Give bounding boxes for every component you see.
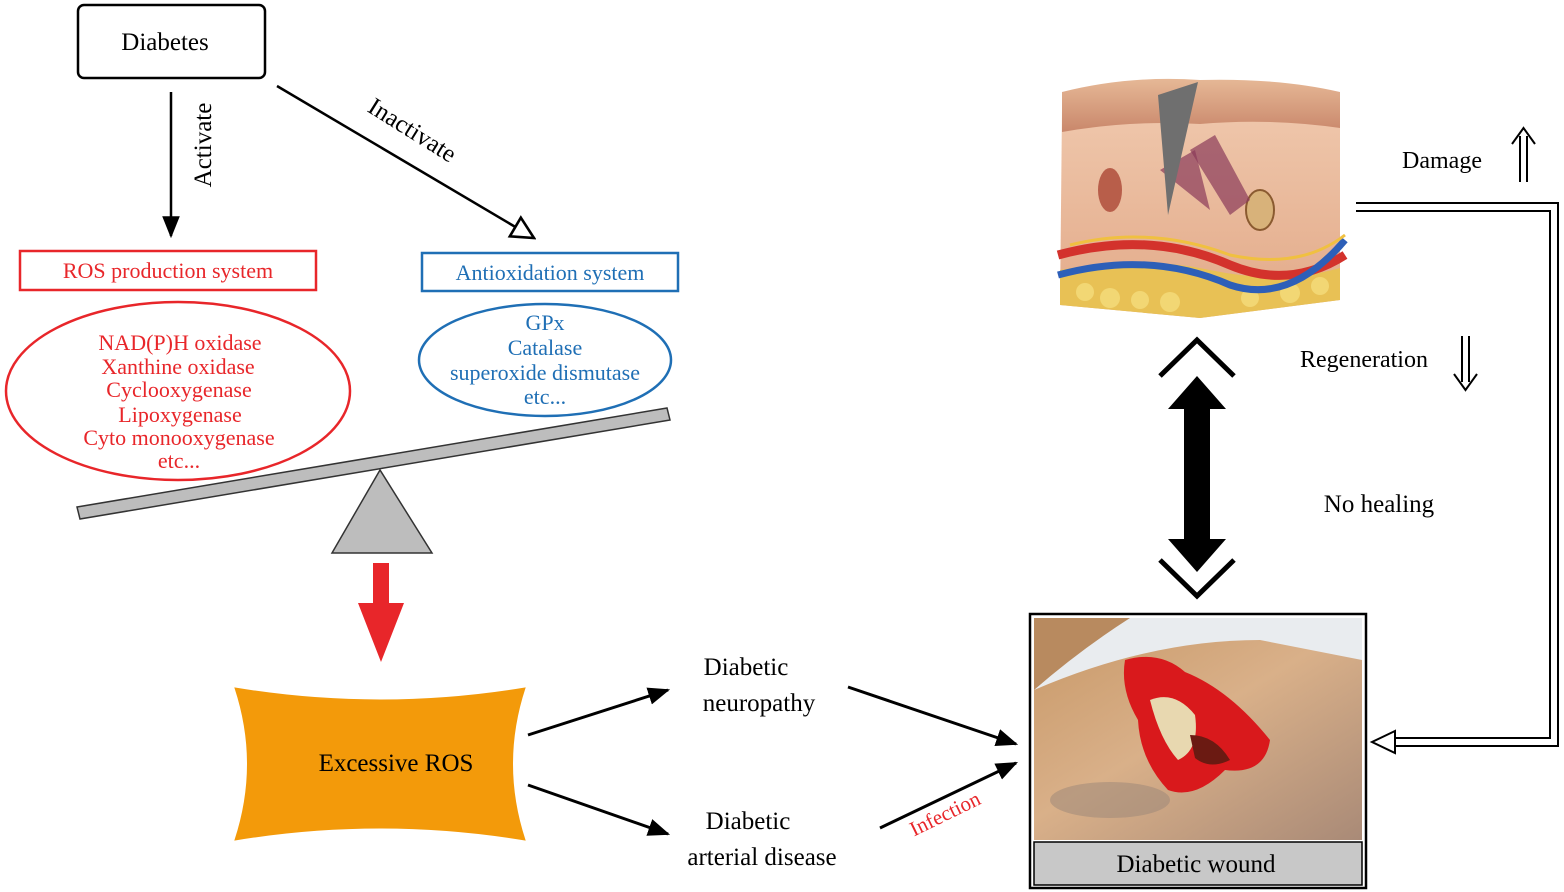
regeneration-label: Regeneration (1300, 347, 1428, 373)
ros-enzyme-5: Cyto monooxygenase (83, 425, 274, 450)
inactivate-arrow: Inactivate (276, 84, 534, 238)
excessive-ros-label: Excessive ROS (319, 750, 474, 777)
arrow-arterial-to-wound (879, 761, 1018, 830)
diabetes-label: Diabetes (121, 29, 208, 56)
ros-enzyme-4: Lipoxygenase (118, 402, 241, 427)
diabetes-node: Diabetes (76, 3, 267, 80)
ros-enzymes-ellipse (4, 300, 352, 482)
antioxidant-3: superoxide dismutase (450, 360, 640, 385)
seesaw-fulcrum (330, 468, 434, 554)
big-bidirectional-arrow (1158, 336, 1236, 600)
wound-photo (1034, 618, 1362, 840)
activate-arrow: Activate (162, 92, 217, 239)
damage-up-double-arrow (1511, 126, 1536, 182)
activate-label: Activate (190, 103, 217, 188)
red-down-arrow (358, 563, 404, 662)
ros-production-system: ROS production system NAD(P)H oxidase Xa… (4, 249, 352, 482)
infection-label: Infection (906, 786, 985, 841)
wound-blade (1158, 82, 1198, 215)
no-healing-label: No healing (1324, 491, 1435, 518)
inactivate-label: Inactivate (363, 93, 461, 168)
arrow-ros-to-arterial (527, 783, 671, 836)
ros-enzyme-1: NAD(P)H oxidase (98, 330, 261, 355)
ros-enzyme-6: etc... (158, 448, 200, 473)
arrow-neuropathy-to-wound (847, 685, 1019, 746)
antioxidant-1: GPx (525, 310, 564, 335)
diabetic-wound-caption: Diabetic wound (1117, 851, 1276, 878)
seesaw-beam (76, 407, 671, 520)
diabetic-neuropathy-node: Diabetic neuropathy (703, 654, 816, 717)
antioxidation-system: Antioxidation system GPx Catalase supero… (417, 251, 680, 418)
feedback-arrow-skin-to-wound (1356, 202, 1559, 755)
antioxidation-title: Antioxidation system (456, 260, 645, 285)
ros-enzyme-2: Xanthine oxidase (101, 354, 254, 379)
antioxidant-2: Catalase (508, 335, 583, 360)
damage-label: Damage (1402, 148, 1482, 174)
regeneration-down-double-arrow (1453, 336, 1478, 392)
antioxidant-4: etc... (524, 384, 566, 409)
diabetic-wound-figure: Diabetic wound (1028, 612, 1368, 890)
neuropathy-line2: neuropathy (703, 690, 816, 717)
arrow-ros-to-neuropathy (527, 687, 671, 737)
arterial-line2: arterial disease (687, 844, 836, 871)
ros-enzyme-3: Cyclooxygenase (106, 377, 251, 402)
balance-seesaw (76, 407, 671, 554)
skin-illustration (1056, 78, 1348, 318)
neuropathy-line1: Diabetic (704, 654, 789, 681)
excessive-ros-node: Excessive ROS (234, 687, 526, 841)
arterial-line1: Diabetic (706, 808, 791, 835)
ros-production-title: ROS production system (63, 258, 273, 283)
antioxidant-ellipse (417, 302, 673, 418)
diabetic-arterial-node: Diabetic arterial disease (687, 808, 836, 871)
